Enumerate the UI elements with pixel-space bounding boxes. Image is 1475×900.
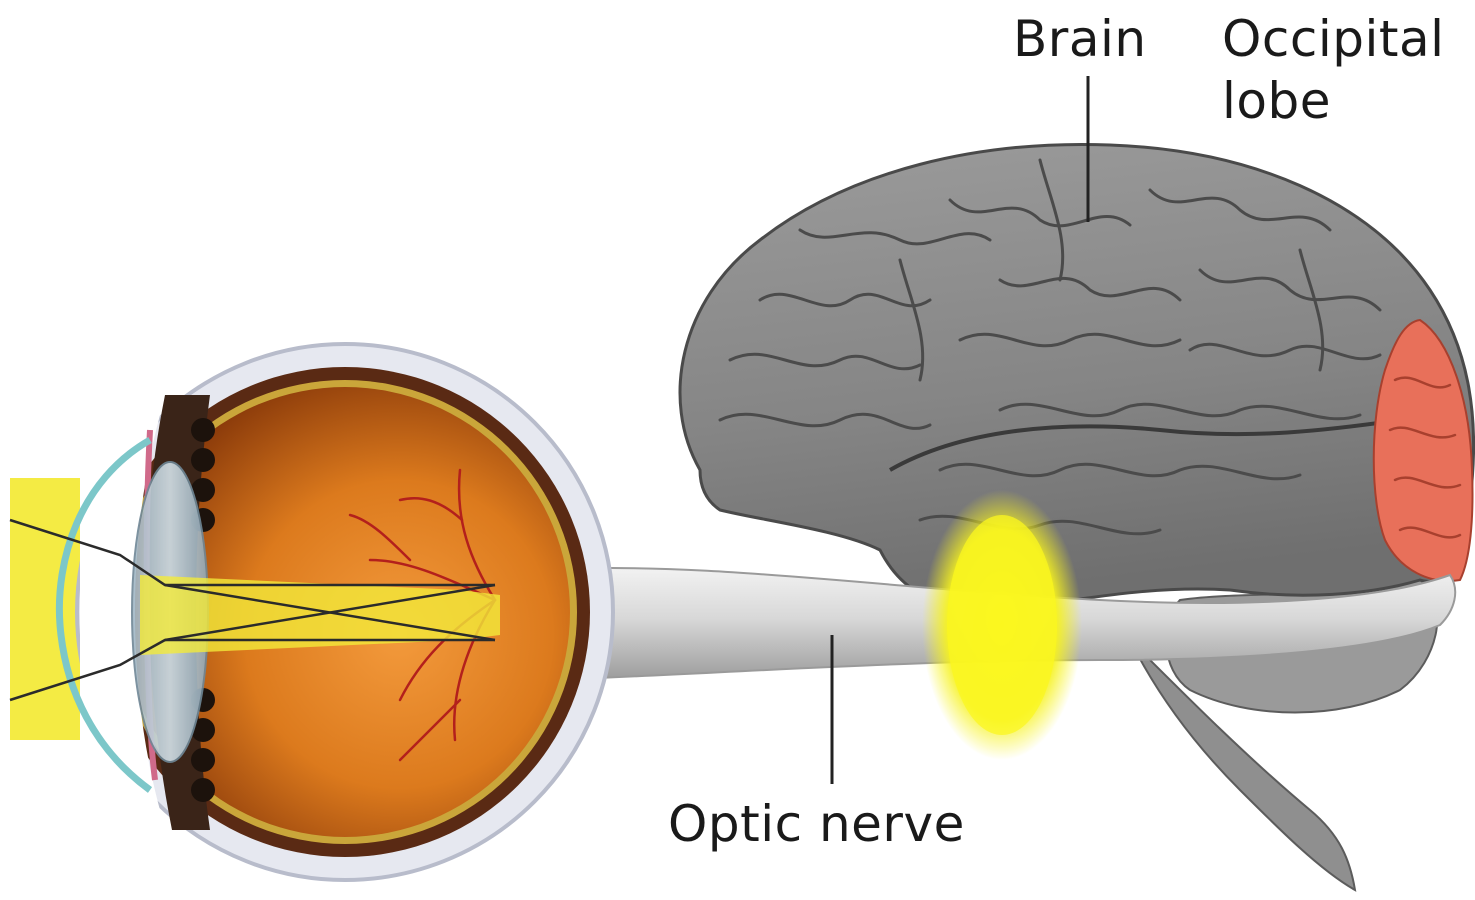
brain-cerebrum (680, 144, 1474, 610)
brain-label: Brain (1013, 8, 1147, 70)
optic-nerve-label: Optic nerve (668, 793, 965, 855)
nerve-signal-glow (922, 490, 1082, 760)
occipital-lobe-label: Occipital lobe (1222, 8, 1445, 132)
